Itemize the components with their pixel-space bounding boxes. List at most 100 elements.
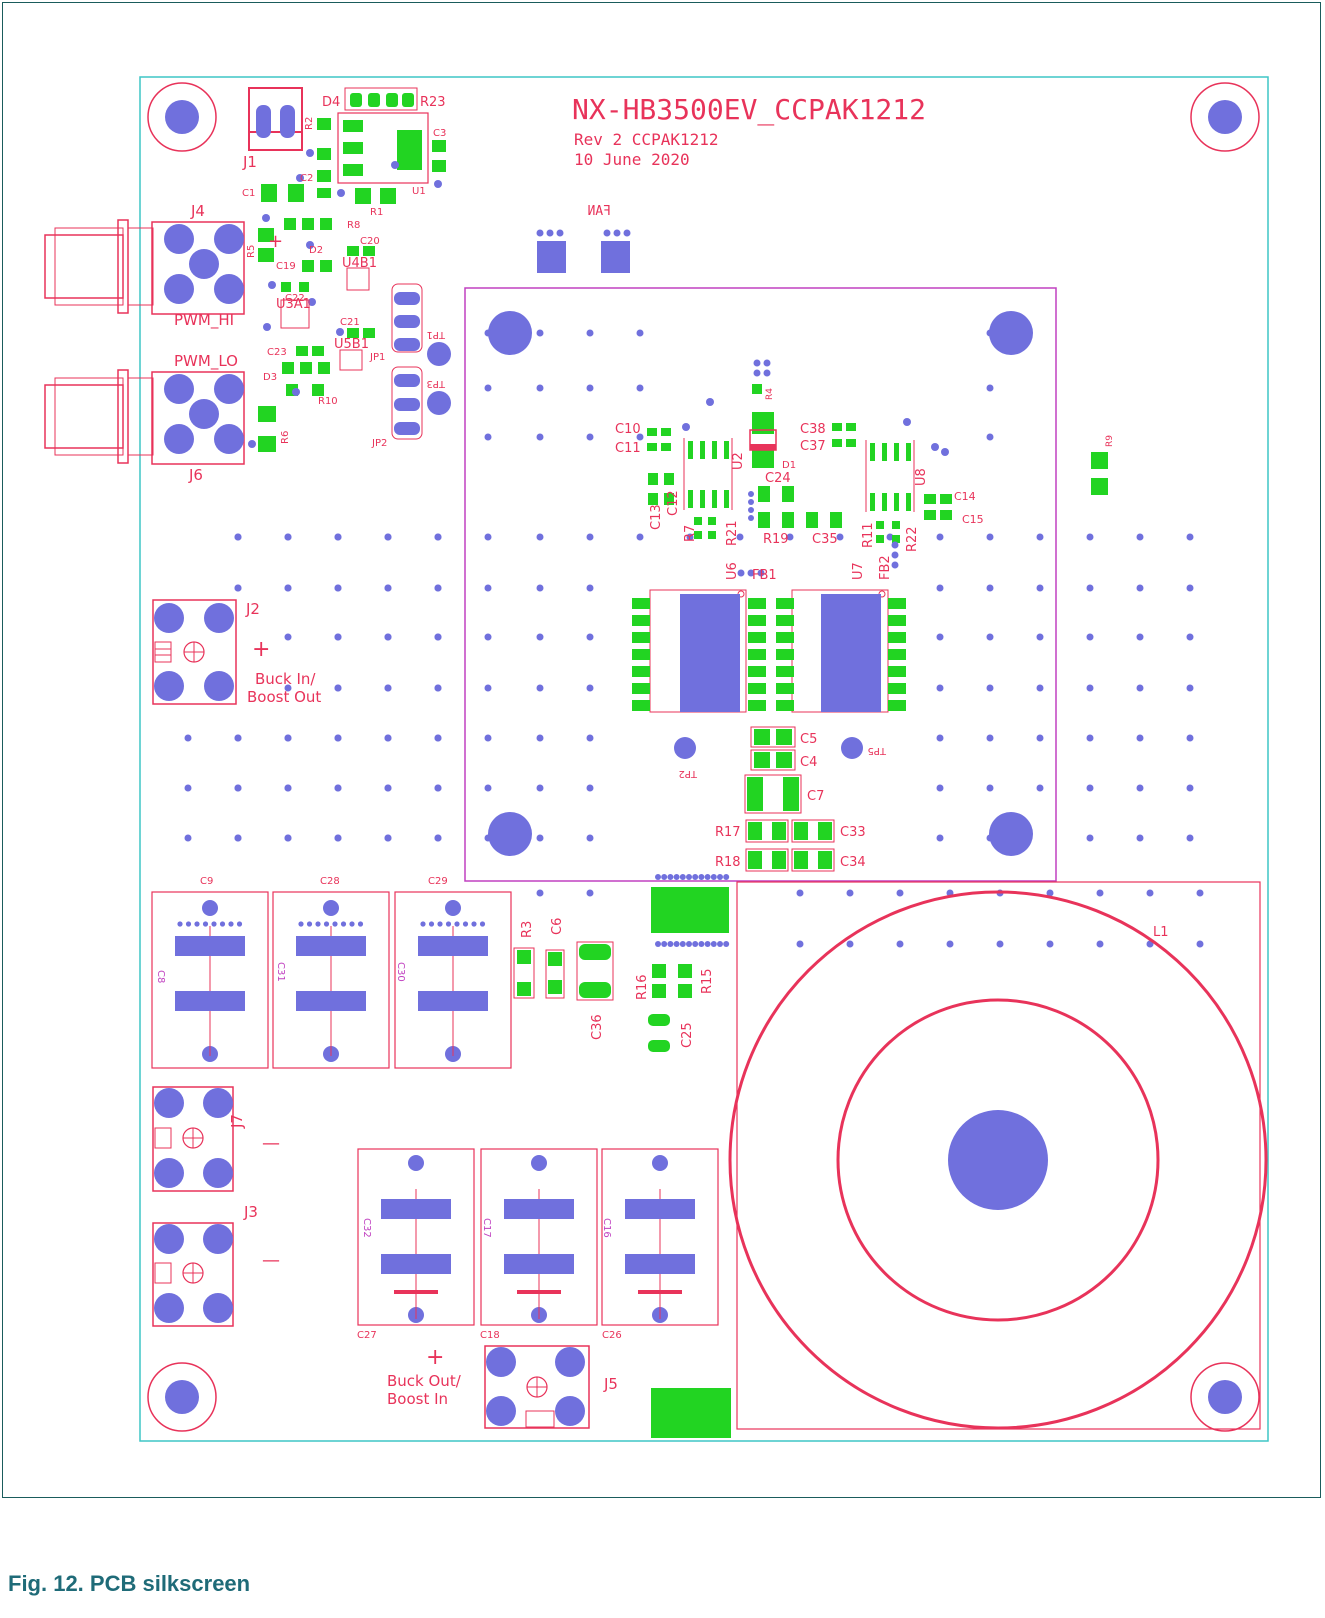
- label-c16: C16: [601, 1218, 612, 1238]
- j3-minus-sign: —: [262, 1250, 280, 1271]
- label-r17: R17: [715, 825, 741, 840]
- output-pad: [651, 1388, 731, 1438]
- smd-pads-left: [258, 118, 396, 452]
- label-c17: C17: [481, 1218, 492, 1238]
- label-tp5: TP5: [867, 745, 887, 756]
- sma-connector-j4: [44, 219, 245, 315]
- label-d4: D4: [322, 95, 340, 110]
- board-date: 10 June 2020: [574, 150, 690, 169]
- small-vias-left: [248, 149, 442, 448]
- row-vias: [655, 874, 730, 947]
- j4-plus-sign: +: [268, 231, 283, 252]
- label-c25: C25: [680, 1022, 695, 1048]
- label-c27: C27: [357, 1330, 377, 1341]
- terminal-j3: [152, 1222, 234, 1327]
- label-r10: R10: [318, 396, 338, 407]
- u1-outline: [337, 112, 429, 184]
- label-c10: C10: [615, 422, 641, 437]
- label-c22: C22: [285, 293, 305, 304]
- inductor-l1: [728, 881, 1268, 1430]
- terminal-j2: [152, 599, 237, 705]
- label-boost-in: Boost In: [387, 1390, 448, 1408]
- label-c20: C20: [360, 236, 380, 247]
- label-c24: C24: [765, 471, 791, 486]
- board-revision: Rev 2 CCPAK1212: [574, 130, 719, 149]
- driver-pads: [647, 384, 1108, 543]
- label-u7: U7: [851, 562, 866, 580]
- bottom-driver-outlines: [744, 726, 835, 872]
- header-j1: [248, 87, 303, 151]
- label-r8: R8: [347, 220, 360, 231]
- label-j4: J4: [190, 202, 205, 220]
- label-tp3: TP3: [426, 378, 446, 389]
- label-r18: R18: [715, 855, 741, 870]
- label-buck-out: Buck Out/: [387, 1372, 462, 1390]
- mounting-holes: [147, 82, 1260, 1432]
- label-fb2: FB2: [878, 555, 893, 580]
- label-pwm-lo: PWM_LO: [174, 352, 238, 371]
- ic-u6: [649, 589, 747, 713]
- label-c26: C26: [602, 1330, 622, 1341]
- label-jp2: JP2: [371, 438, 387, 449]
- label-r3: R3: [520, 921, 535, 938]
- ic-u7: [791, 589, 889, 713]
- label-c21: C21: [340, 317, 360, 328]
- label-c35: C35: [812, 532, 838, 547]
- label-c5: C5: [800, 732, 817, 747]
- label-c1: C1: [242, 188, 255, 199]
- heatsink-hole: [989, 812, 1033, 856]
- label-c4: C4: [800, 755, 817, 770]
- d1-marker: [750, 444, 776, 450]
- label-r15: R15: [700, 968, 715, 994]
- label-j1: J1: [242, 153, 257, 171]
- label-c29: C29: [428, 876, 448, 887]
- label-d1: D1: [782, 460, 796, 471]
- label-fan: FAN: [588, 204, 611, 219]
- label-c6: C6: [550, 918, 565, 935]
- switch-node-pad: [651, 887, 729, 933]
- label-boost-out: Boost Out: [247, 688, 321, 706]
- label-c23: C23: [267, 347, 287, 358]
- label-c33: C33: [840, 825, 866, 840]
- label-c38: C38: [800, 422, 826, 437]
- label-r19: R19: [763, 532, 789, 547]
- label-c37: C37: [800, 439, 826, 454]
- via-grid: [184, 329, 1204, 948]
- label-u5b1: U5B1: [334, 337, 369, 352]
- mid-pads: [517, 944, 692, 1052]
- label-j7: J7: [228, 1114, 246, 1129]
- label-c8: C8: [155, 970, 166, 983]
- terminal-j7: [152, 1086, 234, 1192]
- label-r23: R23: [420, 95, 446, 110]
- label-fb1: FB1: [752, 568, 777, 583]
- heatsink-hole: [488, 311, 532, 355]
- j2-plus-sign: +: [252, 637, 270, 662]
- label-u8: U8: [914, 468, 929, 486]
- label-c11: C11: [615, 441, 641, 456]
- label-r6: R6: [280, 431, 291, 444]
- bulk-caps-top: [151, 891, 512, 1069]
- terminal-j5: [484, 1345, 590, 1429]
- board-title: NX-HB3500EV_CCPAK1212: [572, 93, 926, 127]
- label-c34: C34: [840, 855, 866, 870]
- fan-connector: [536, 229, 631, 273]
- label-r11: R11: [861, 522, 876, 548]
- label-d3: D3: [263, 372, 277, 383]
- tp5-pad: [841, 737, 863, 759]
- label-c13: C13: [649, 504, 664, 530]
- bulk-caps-bottom: [357, 1148, 719, 1326]
- label-c9: C9: [200, 876, 213, 887]
- label-jp1: JP1: [369, 352, 385, 363]
- label-c30: C30: [395, 962, 406, 982]
- label-r4: R4: [765, 388, 775, 400]
- label-j3: J3: [243, 1203, 258, 1221]
- label-c7: C7: [807, 789, 824, 804]
- label-c18: C18: [480, 1330, 500, 1341]
- j7-minus-sign: —: [262, 1133, 280, 1154]
- label-u2: U2: [731, 452, 746, 470]
- label-u6: U6: [725, 562, 740, 580]
- sma-connector-j6: [44, 369, 245, 465]
- label-c19: C19: [276, 261, 296, 272]
- label-c15: C15: [962, 513, 984, 526]
